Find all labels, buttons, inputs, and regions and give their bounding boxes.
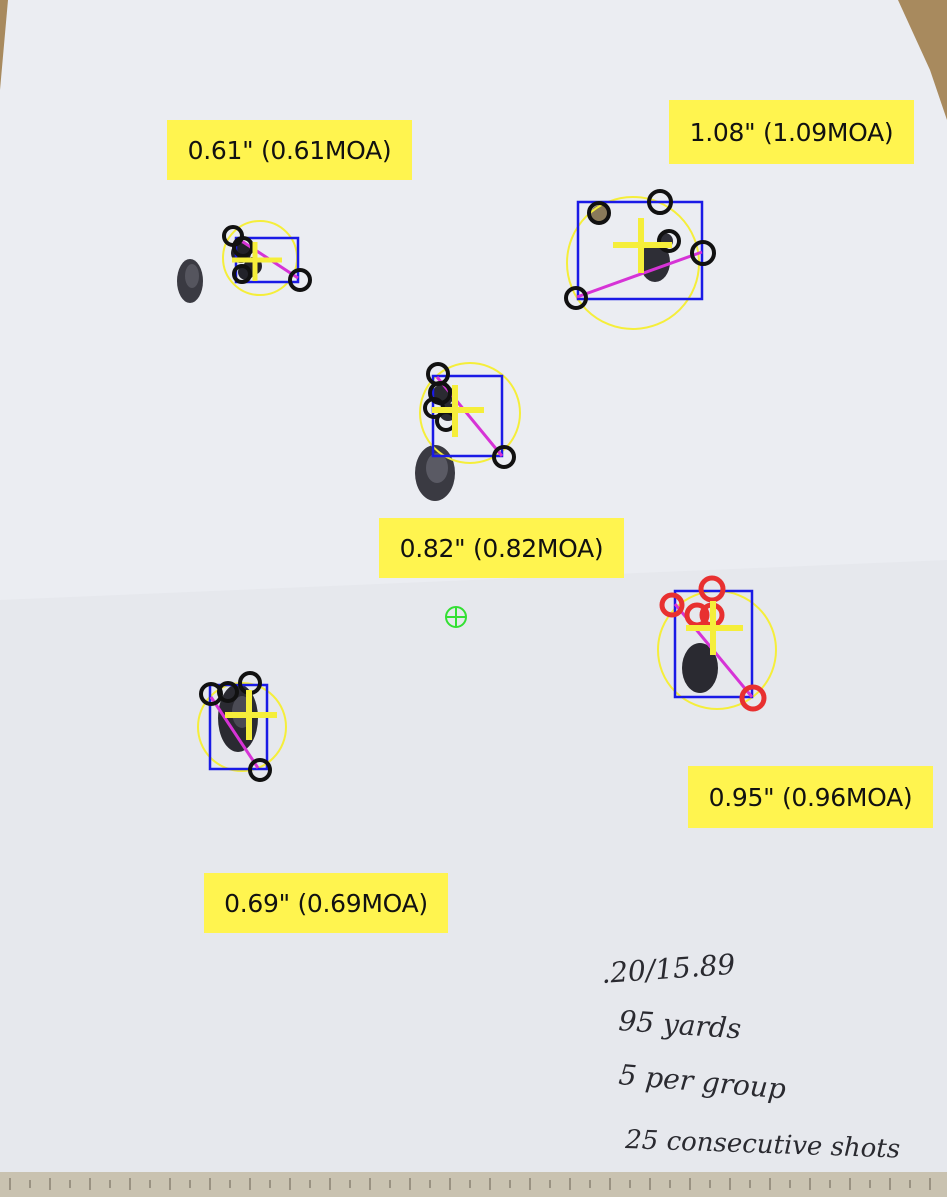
center-cross [686, 601, 743, 655]
group-2-size-label: 1.08" (1.09MOA) [669, 100, 914, 164]
group-3-size-label: 0.82" (0.82MOA) [379, 518, 624, 578]
center-cross [432, 385, 484, 437]
group-circle [419, 362, 521, 464]
center-cross [232, 242, 282, 281]
shot-group-5 [197, 671, 287, 782]
bullet-holes [682, 643, 718, 693]
group-5-size-label: 0.69" (0.69MOA) [204, 873, 448, 933]
shot-group-2 [564, 189, 716, 330]
extreme-spread-line [209, 696, 260, 769]
stray-bullet-hole-core [185, 264, 199, 288]
group-4-size-label: 0.95" (0.96MOA) [688, 766, 933, 828]
paper-shade [0, 560, 947, 1172]
ruler-strip [0, 1172, 947, 1197]
group-1-size-label: 0.61" (0.61MOA) [167, 120, 412, 180]
ruler-ticks [9, 1178, 931, 1190]
hole-markers [199, 671, 272, 782]
shot-group-3 [415, 362, 521, 501]
shot-group-1 [177, 220, 312, 303]
stray-bullet-hole-core [426, 453, 448, 483]
extreme-spread-line [576, 250, 703, 299]
center-cross [225, 690, 277, 740]
shot-group-4 [657, 575, 777, 712]
bounding-box [673, 589, 754, 699]
aim-point-icon [445, 606, 467, 628]
bounding-box [576, 200, 704, 301]
hole-markers [222, 225, 312, 292]
center-cross [613, 218, 672, 273]
hole-markers [564, 189, 716, 310]
